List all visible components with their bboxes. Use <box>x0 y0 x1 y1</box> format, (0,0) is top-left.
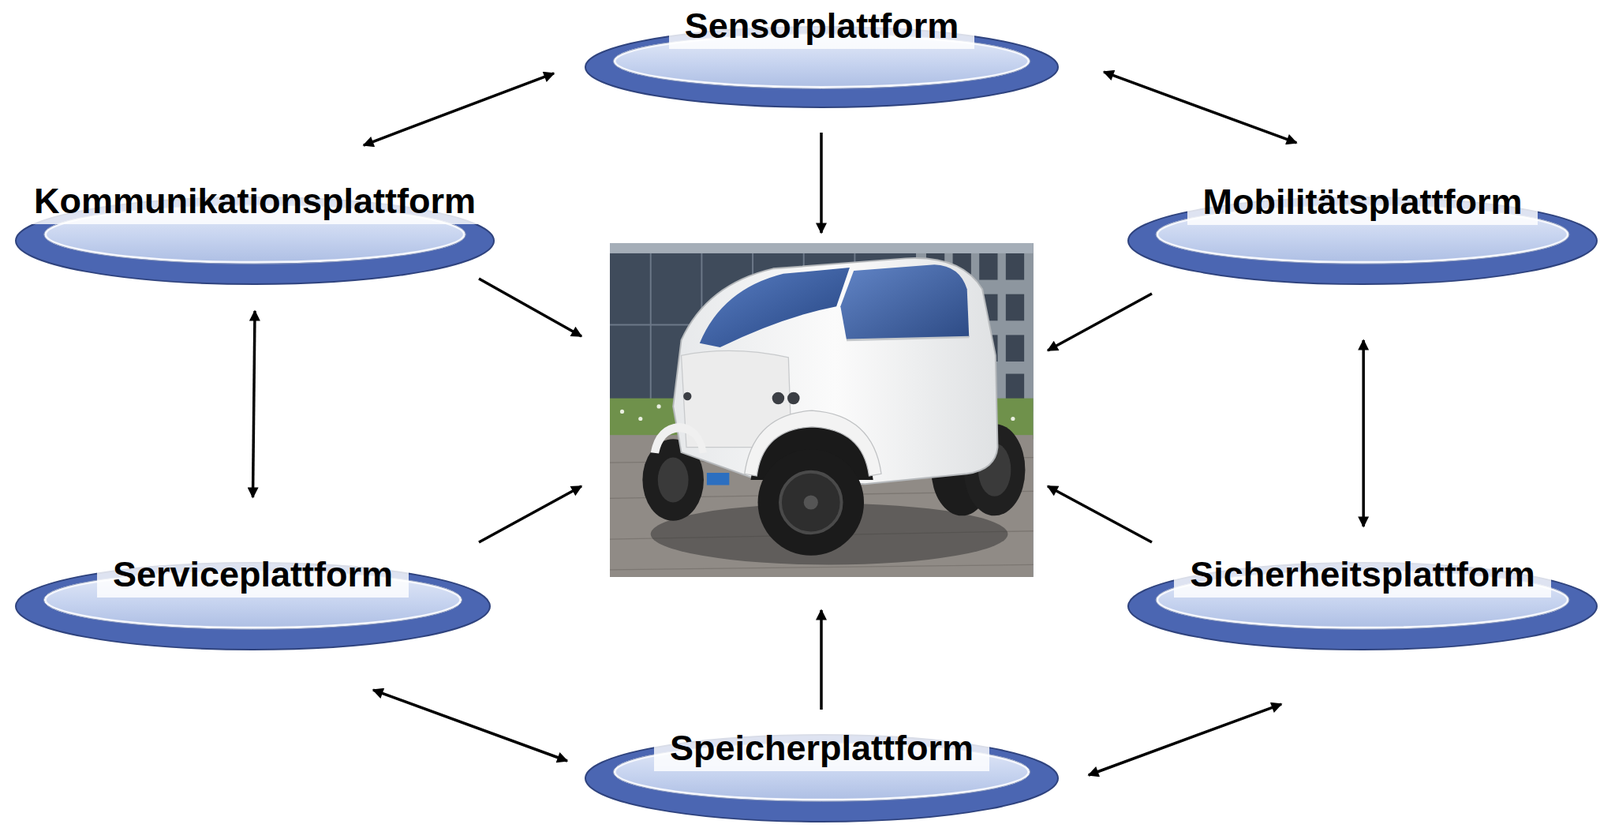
front-wheel <box>758 448 865 556</box>
platform-label: Kommunikationsplattform <box>18 178 492 225</box>
fender <box>744 410 882 476</box>
arrow <box>1047 485 1152 543</box>
double-arrow <box>1361 340 1365 527</box>
headlight <box>787 392 800 405</box>
photo-ground <box>609 242 1034 577</box>
double-arrow <box>1103 71 1297 143</box>
platform-ellipse: Speicherplattform <box>583 707 1060 823</box>
car-photo <box>609 242 1034 577</box>
double-arrow <box>363 73 554 146</box>
car-body <box>672 257 998 484</box>
platform-label: Mobilitätsplattform <box>1187 179 1539 225</box>
fender <box>650 422 707 454</box>
arrow <box>478 485 582 543</box>
double-arrow <box>1088 703 1282 775</box>
rim <box>780 471 842 534</box>
rim <box>657 457 689 503</box>
car-arrows <box>478 132 1152 710</box>
headlight <box>683 392 692 400</box>
roof-overhang <box>609 242 1034 254</box>
platform-label: Sicherheitsplattform <box>1173 551 1552 598</box>
arrow <box>819 609 823 710</box>
platform-ellipse: Sensorplattform <box>583 0 1060 109</box>
platform-label: Sensorplattform <box>669 3 976 49</box>
platform-ellipse: Serviceplattform <box>14 535 492 651</box>
headlight <box>772 392 786 405</box>
platform-ellipse: Mobilitätsplattform <box>1126 170 1599 286</box>
arrow <box>1047 293 1152 351</box>
platform-ellipse: Sicherheitsplattform <box>1126 535 1599 651</box>
double-arrow <box>253 310 256 498</box>
platform-label: Speicherplattform <box>654 725 990 771</box>
platform-label: Serviceplattform <box>97 551 409 598</box>
platform-ellipse: Kommunikationsplattform <box>14 170 496 286</box>
double-arrow <box>373 689 568 761</box>
window-sill <box>846 336 969 341</box>
logo-plate <box>706 472 729 486</box>
arrow <box>478 278 582 337</box>
arrow <box>819 132 823 233</box>
hub <box>803 494 819 509</box>
side-window <box>840 264 969 341</box>
windshield <box>699 267 850 348</box>
